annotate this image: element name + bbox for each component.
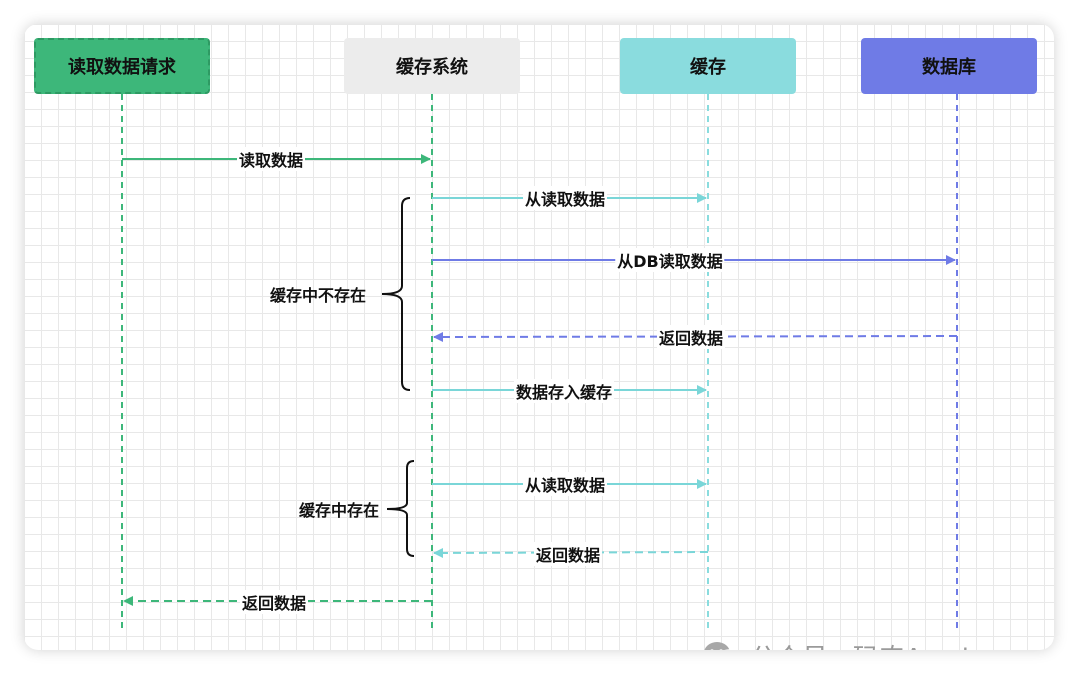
diagram-canvas: 读取数据请求 缓存系统 缓存 数据库 读取数据 从读取数据 从DB读取数据 返回… (24, 24, 1054, 650)
message-label-read-from-cache-2: 从读取数据 (522, 472, 608, 496)
participant-requester: 读取数据请求 (34, 38, 210, 94)
brace-hit (386, 460, 415, 557)
message-label-read-data: 读取数据 (236, 147, 306, 171)
group-label-cache-miss: 缓存中不存在 (269, 286, 366, 305)
participant-database-label: 数据库 (922, 57, 976, 78)
brace-miss (381, 197, 411, 391)
message-label-store-to-cache: 数据存入缓存 (513, 379, 615, 403)
participant-requester-label: 读取数据请求 (68, 57, 176, 78)
group-label-cache-hit: 缓存中存在 (298, 501, 379, 520)
message-label-read-from-cache-1: 从读取数据 (522, 186, 608, 210)
participant-cache-label: 缓存 (690, 57, 726, 78)
wechat-icon (702, 640, 742, 650)
message-label-db-return: 返回数据 (656, 325, 726, 349)
participant-cache-system-label: 缓存系统 (396, 57, 468, 78)
message-label-cache-return: 返回数据 (533, 542, 603, 566)
message-label-read-from-db: 从DB读取数据 (615, 248, 725, 272)
watermark-text: 公众号 · 码农Academy (750, 638, 1026, 651)
participant-database: 数据库 (861, 38, 1037, 94)
participant-cache-system: 缓存系统 (344, 38, 520, 94)
watermark: 公众号 · 码农Academy (702, 636, 1026, 650)
message-label-final-return: 返回数据 (239, 590, 309, 614)
participant-cache: 缓存 (620, 38, 796, 94)
